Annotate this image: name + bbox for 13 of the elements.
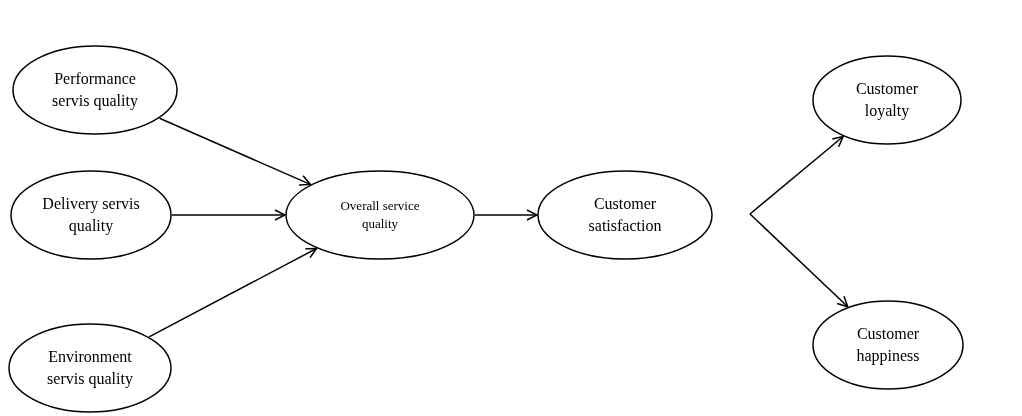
node-label: Performance servis quality <box>51 69 139 112</box>
arrow <box>749 135 844 215</box>
node-label: Delivery servis quality <box>41 194 141 237</box>
node-label: Customer happiness <box>855 324 921 367</box>
node-label: Customer satisfaction <box>587 194 663 236</box>
node-label: Environment servis quality <box>46 347 134 390</box>
arrow <box>474 209 538 221</box>
arrow <box>171 209 286 221</box>
node-label: Overall service quality <box>339 197 421 233</box>
arrow <box>749 213 849 308</box>
arrow <box>148 247 318 338</box>
arrow <box>158 117 312 186</box>
node-label: Customer loyalty <box>854 79 920 122</box>
